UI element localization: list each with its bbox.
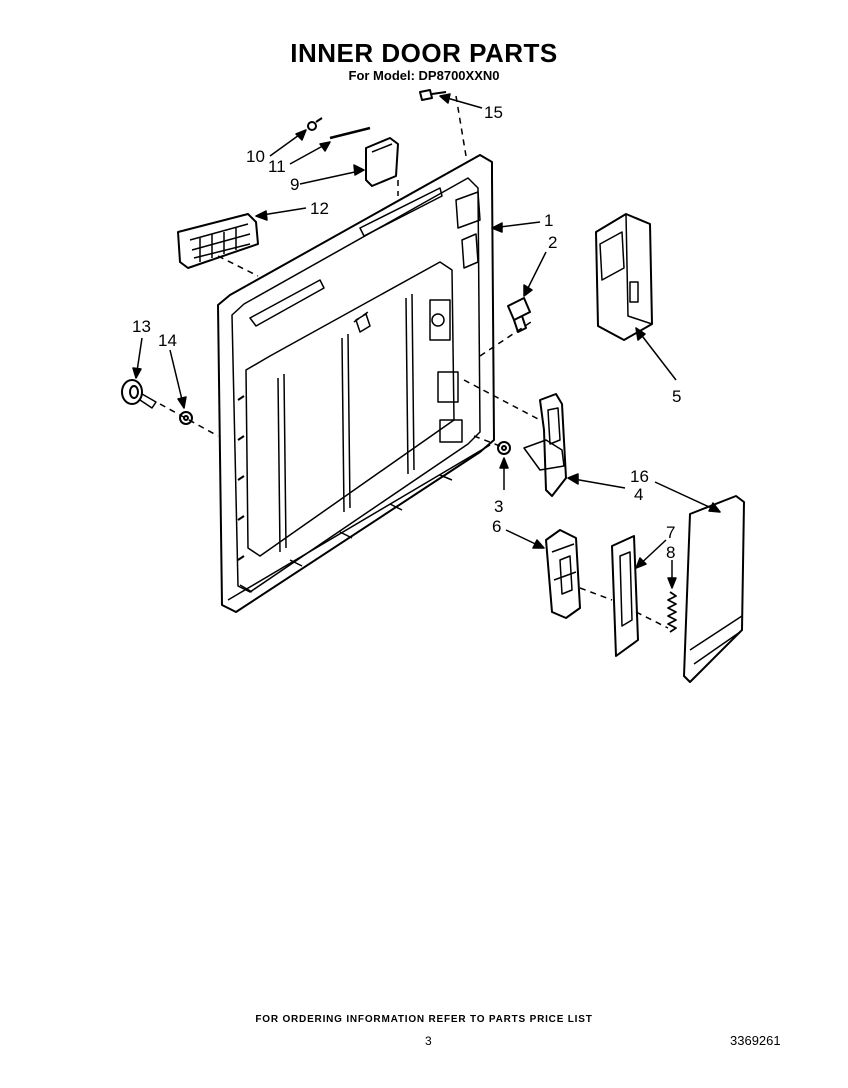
callout-6: 6: [492, 517, 501, 536]
washer: [179, 411, 193, 425]
callout-14: 14: [158, 331, 177, 350]
page-title: INNER DOOR PARTS: [290, 38, 558, 68]
document-number: 3369261: [730, 1033, 781, 1048]
callout-9: 9: [290, 175, 299, 194]
model-subtitle: For Model: DP8700XXN0: [348, 68, 500, 83]
vent-grille: [177, 213, 259, 269]
rod: [329, 126, 371, 140]
page-number: 3: [425, 1034, 432, 1048]
spring: [667, 591, 677, 633]
callout-3: 3: [494, 497, 503, 516]
callout-11: 11: [268, 157, 286, 176]
callout-7: 7: [666, 523, 675, 542]
screw-top: [419, 89, 447, 101]
callout-4: 4: [634, 485, 643, 504]
callout-2: 2: [548, 233, 557, 252]
latch-lower: [545, 529, 581, 619]
callout-12: 12: [310, 199, 329, 218]
inner-door-panel: [217, 154, 495, 613]
latch-assembly: [523, 393, 567, 497]
knob: [121, 379, 157, 409]
callout-13: 13: [132, 317, 151, 336]
nut: [497, 441, 511, 455]
leader-lines: [132, 93, 721, 589]
screw-small: [307, 117, 323, 131]
callout-1: 1: [544, 211, 553, 230]
callout-15: 15: [484, 103, 503, 122]
callout-10: 10: [246, 147, 265, 166]
alignment-lines: [159, 95, 669, 629]
hinge-stud: [507, 297, 531, 333]
control-housing: [595, 213, 653, 341]
ordering-note: FOR ORDERING INFORMATION REFER TO PARTS …: [255, 1014, 593, 1025]
callout-5: 5: [672, 387, 681, 406]
callout-16: 16: [630, 467, 649, 486]
latch-cover-panel: [683, 495, 745, 683]
callout-8: 8: [666, 543, 675, 562]
cover-plate: [365, 137, 399, 187]
slide-bracket: [611, 535, 639, 657]
